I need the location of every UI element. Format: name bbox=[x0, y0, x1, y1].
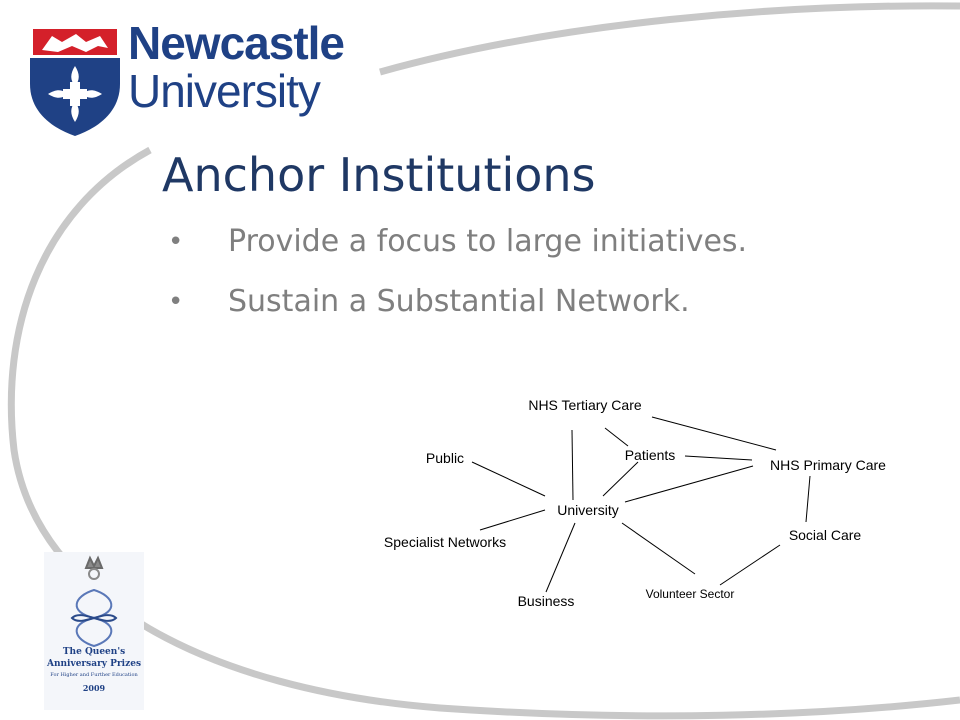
network-node-tertiary: NHS Tertiary Care bbox=[528, 397, 642, 413]
network-node-primary: NHS Primary Care bbox=[770, 457, 886, 473]
award-title-line1: The Queen's bbox=[62, 647, 126, 657]
network-link-social-volunteer bbox=[719, 544, 781, 586]
network-node-university: University bbox=[557, 502, 618, 518]
network-link-university-business bbox=[545, 522, 576, 593]
network-link-university-tertiary bbox=[571, 429, 574, 501]
network-link-university-primary bbox=[624, 465, 754, 503]
network-link-patients-primary bbox=[684, 455, 753, 461]
award-title-line2: Anniversary Prizes bbox=[46, 659, 142, 669]
newcastle-crest-icon bbox=[30, 26, 120, 136]
network-node-business: Business bbox=[518, 593, 575, 609]
university-logo: Newcastle University bbox=[128, 17, 345, 117]
network-link-university-specialist bbox=[479, 509, 546, 531]
bullet-item: Sustain a Substantial Network. bbox=[160, 282, 747, 342]
network-link-tertiary-primary bbox=[651, 416, 777, 451]
network-link-university-volunteer bbox=[621, 522, 696, 575]
network-link-university-patients bbox=[602, 461, 639, 497]
network-node-social: Social Care bbox=[789, 527, 862, 543]
queens-prize-emblem-icon bbox=[44, 552, 144, 710]
network-link-tertiary-patients bbox=[604, 427, 629, 447]
network-node-volunteer: Volunteer Sector bbox=[646, 587, 735, 601]
bullet-list: Provide a focus to large initiatives. Su… bbox=[160, 222, 747, 342]
logo-line-university: University bbox=[128, 65, 321, 117]
network-node-specialist: Specialist Networks bbox=[384, 534, 506, 550]
network-link-university-public bbox=[471, 461, 546, 497]
award-subtitle: For Higher and Further Education bbox=[50, 672, 138, 678]
network-node-patients: Patients bbox=[625, 447, 676, 463]
slide-title: Anchor Institutions bbox=[162, 148, 596, 202]
bullet-item: Provide a focus to large initiatives. bbox=[160, 222, 747, 282]
network-node-public: Public bbox=[426, 450, 464, 466]
award-year: 2009 bbox=[82, 683, 106, 693]
logo-line-newcastle: Newcastle bbox=[128, 17, 345, 69]
network-link-primary-social bbox=[805, 475, 811, 523]
